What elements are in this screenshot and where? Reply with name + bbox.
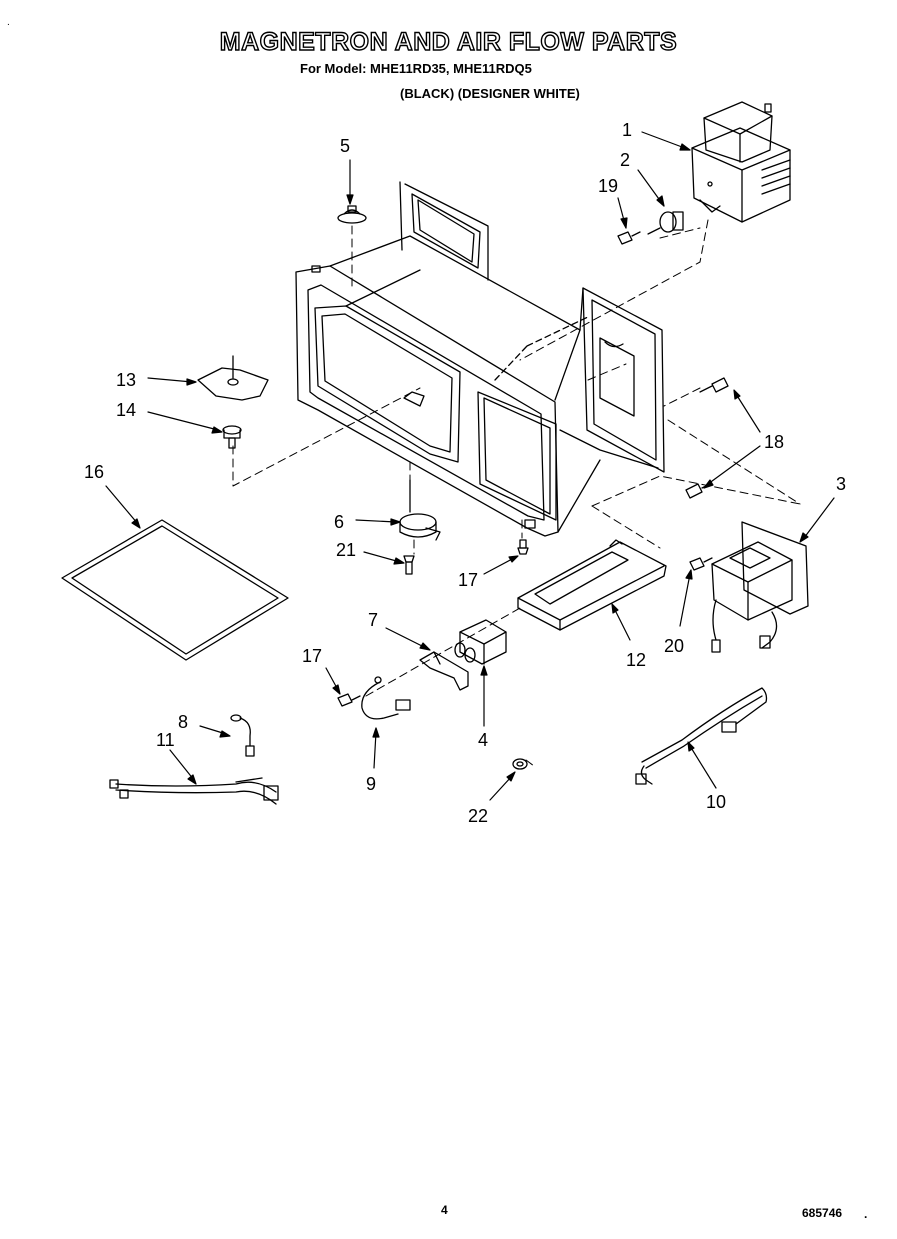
screw-20	[689, 557, 713, 571]
stirrer-bushing	[222, 425, 242, 449]
hv-capacitor	[454, 619, 507, 665]
stirrer-blade	[197, 355, 269, 401]
callout-13: 13	[116, 370, 136, 390]
callout-19: 19	[598, 176, 618, 196]
screw-17-upper	[517, 539, 529, 555]
callout-10: 10	[706, 792, 726, 812]
stirrer-motor	[399, 479, 441, 541]
screw-19	[617, 231, 641, 245]
leader-arrows	[105, 131, 835, 801]
callout-11: 11	[156, 730, 175, 750]
screw-18-upper	[699, 377, 729, 393]
thermal-cutout	[647, 211, 684, 235]
callout-4: 4	[478, 730, 488, 750]
page-title: MAGNETRON AND AIR FLOW PARTS	[219, 27, 678, 56]
callout-7: 7	[368, 610, 378, 630]
wire-harness-11	[109, 777, 279, 805]
callout-21: 21	[336, 540, 356, 560]
magnetron	[691, 101, 791, 223]
corner-mark: .	[7, 17, 10, 28]
callout-16: 16	[84, 462, 104, 482]
callout-1: 1	[622, 120, 632, 140]
callout-17-upper: 17	[458, 570, 478, 590]
callout-12: 12	[626, 650, 646, 670]
callout-14: 14	[116, 400, 136, 420]
callout-9: 9	[366, 774, 376, 794]
callout-18: 18	[764, 432, 784, 452]
hv-diode	[361, 676, 411, 720]
color-line: (BLACK) (DESIGNER WHITE)	[400, 86, 580, 101]
side-panel	[579, 287, 665, 473]
callout-17-lower: 17	[302, 646, 322, 666]
callout-labels: 1 2 19 5 13 14 18 3 16 6 21 17 12 20 7 1…	[84, 120, 846, 826]
document-number: 685746	[802, 1206, 843, 1220]
callout-22: 22	[468, 806, 488, 826]
callout-20: 20	[664, 636, 684, 656]
screw-21	[403, 555, 415, 575]
transformer	[711, 521, 809, 653]
document-mark: .	[864, 1207, 868, 1221]
page-number: 4	[441, 1203, 448, 1217]
callout-2: 2	[620, 150, 630, 170]
diode-bracket	[419, 651, 469, 691]
wire-8	[230, 714, 255, 757]
callout-3: 3	[836, 474, 846, 494]
callout-8: 8	[178, 712, 188, 732]
hv-wire-10	[635, 687, 768, 785]
nut-22	[512, 758, 528, 770]
assembly-lines	[232, 219, 801, 767]
model-line: For Model: MHE11RD35, MHE11RDQ5	[300, 61, 532, 76]
cavity-assembly	[295, 181, 659, 537]
callout-6: 6	[334, 512, 344, 532]
glass-panel	[61, 519, 289, 661]
capacitor-bracket	[517, 539, 667, 631]
cap-5	[337, 205, 367, 224]
screw-17-lower	[337, 693, 361, 707]
callout-5: 5	[340, 136, 350, 156]
